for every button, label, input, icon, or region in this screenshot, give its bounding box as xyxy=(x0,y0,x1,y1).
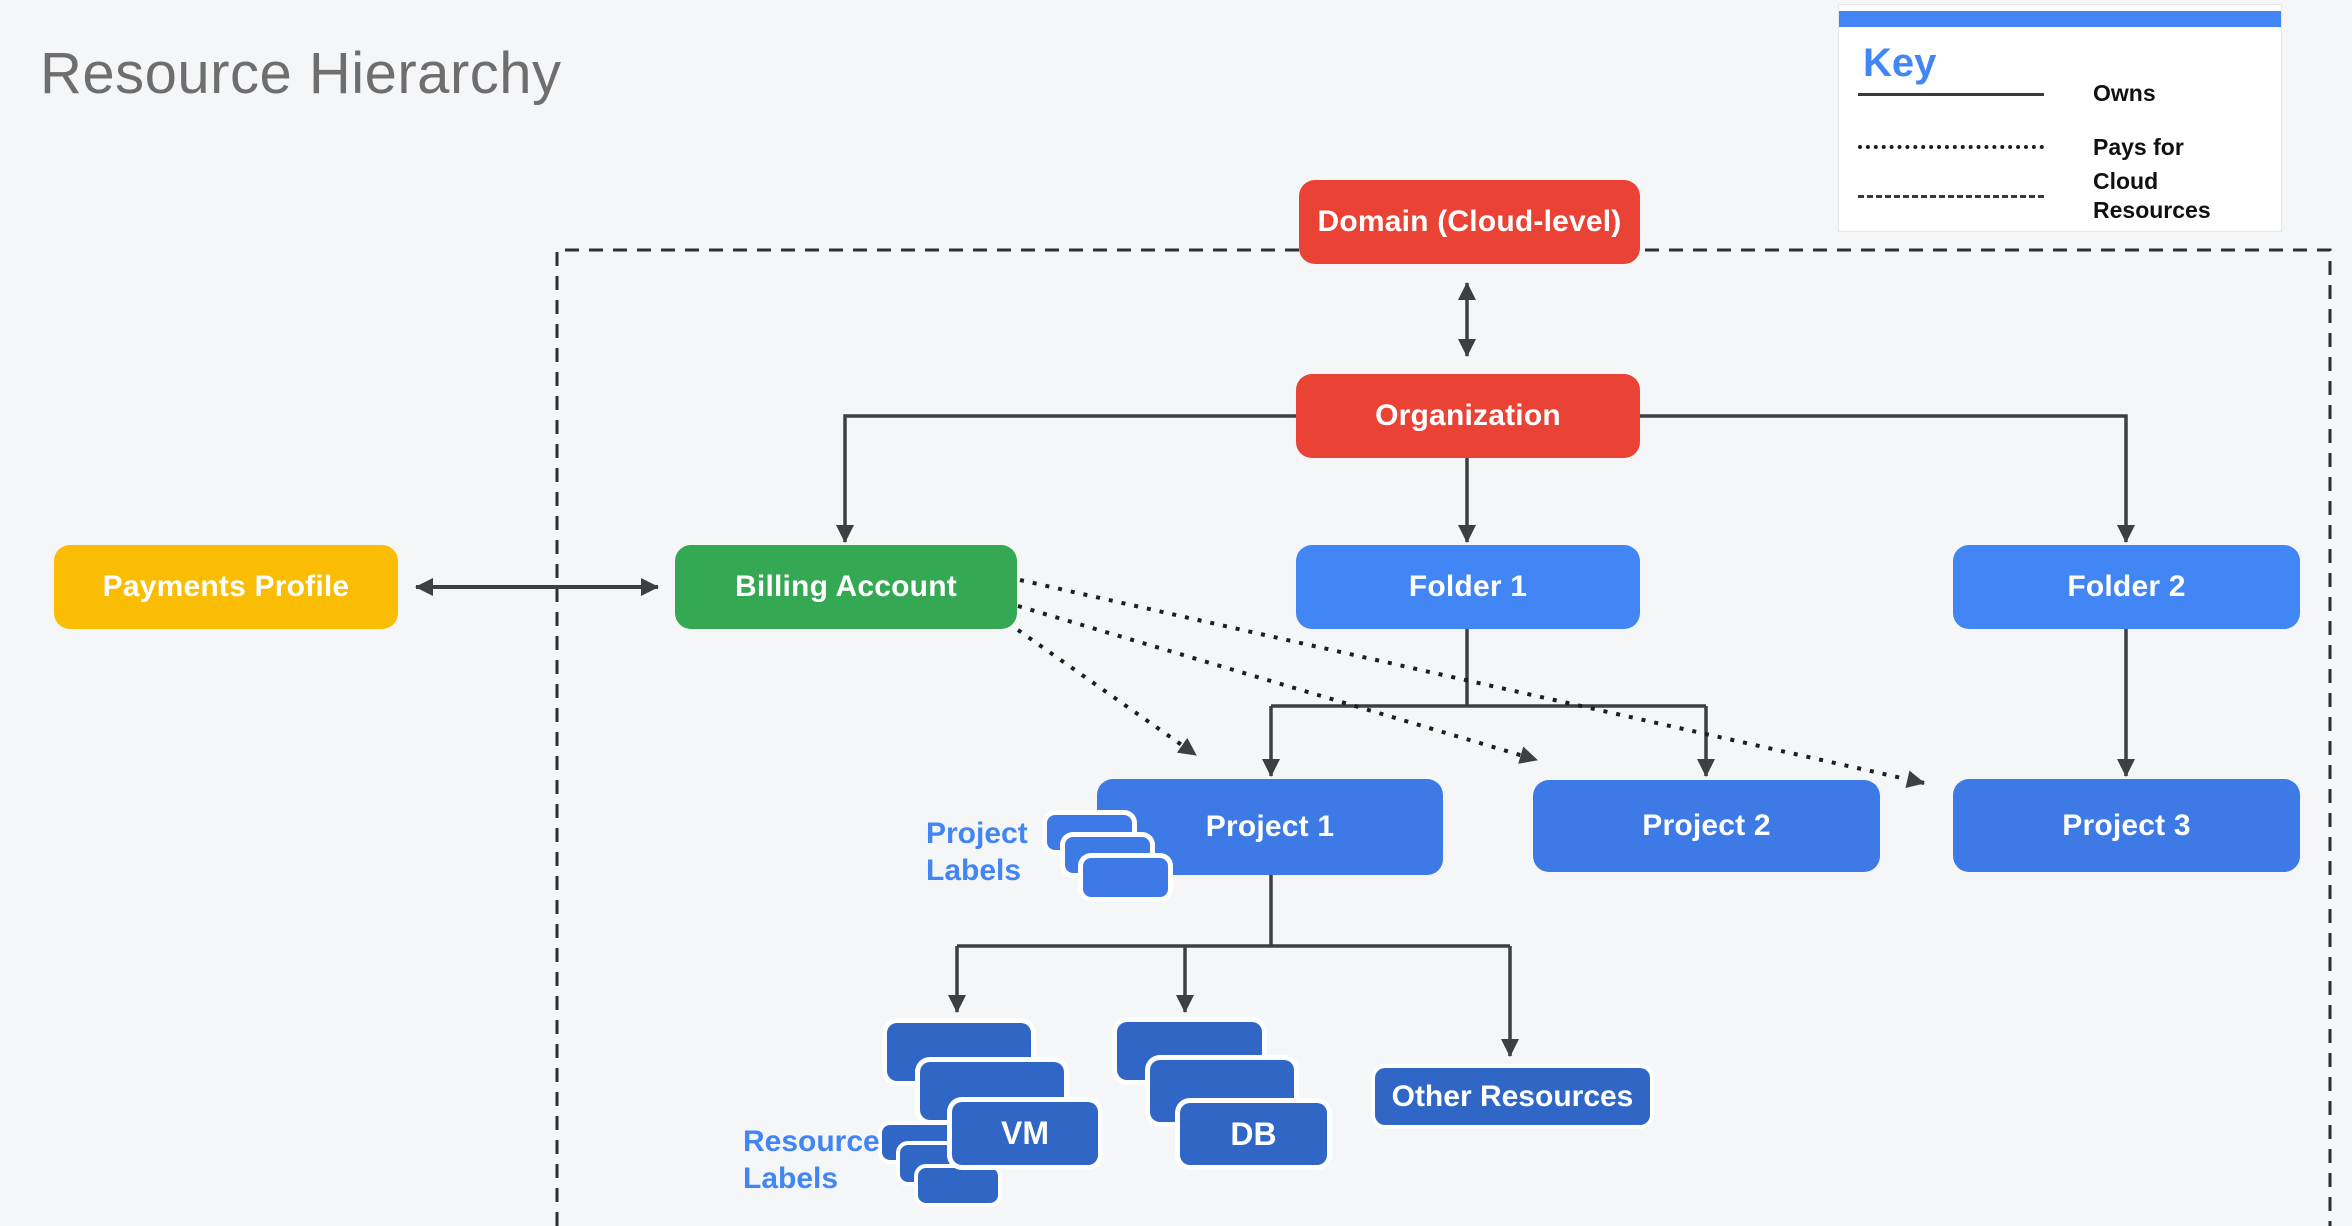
legend-solid-line-sample xyxy=(1858,93,2044,96)
connector-folder1-branch xyxy=(1271,629,1706,708)
cloud-resources-boundary xyxy=(555,248,2332,1226)
project-labels-text: Project Labels xyxy=(926,817,1028,887)
legend-dashed-line-sample xyxy=(1858,195,2044,198)
node-domain: Domain (Cloud-level) xyxy=(1299,180,1640,264)
node-project3-label: Project 3 xyxy=(2062,808,2191,842)
node-project3: Project 3 xyxy=(1953,779,2300,872)
legend-header-bar xyxy=(1839,11,2281,27)
node-folder2: Folder 2 xyxy=(1953,545,2300,629)
node-folder1-label: Folder 1 xyxy=(1408,570,1528,603)
connector-project1-branch xyxy=(957,875,1510,948)
node-other-resources: Other Resources xyxy=(1375,1068,1650,1125)
node-db-label: DB xyxy=(1230,1115,1277,1152)
legend-label-cloud-resources: Cloud Resources xyxy=(2093,168,2211,223)
connector-billing-paysfor-project1 xyxy=(1016,628,1198,757)
legend-dotted-line-sample xyxy=(1858,145,2044,149)
node-vm: VM xyxy=(952,1102,1098,1165)
node-other-resources-label: Other Resources xyxy=(1391,1079,1634,1113)
node-payments-profile: Payments Profile xyxy=(54,545,398,629)
legend-title: Key xyxy=(1863,41,1937,85)
node-organization: Organization xyxy=(1296,374,1640,458)
node-folder2-label: Folder 2 xyxy=(2067,570,2186,603)
legend-key: Key Owns Pays for Cloud Resources xyxy=(1838,4,2282,232)
legend-label-pays-for: Pays for xyxy=(2093,134,2184,160)
connector-organization-folder2 xyxy=(1640,414,2135,543)
node-organization-label: Organization xyxy=(1375,399,1561,432)
legend-label-owns: Owns xyxy=(2093,80,2156,106)
resource-label-card-3 xyxy=(918,1168,998,1203)
node-billing-account: Billing Account xyxy=(675,545,1017,629)
node-vm-label: VM xyxy=(1001,1115,1049,1151)
node-billing-account-label: Billing Account xyxy=(735,570,957,603)
node-folder1: Folder 1 xyxy=(1296,545,1640,629)
node-project2: Project 2 xyxy=(1533,780,1880,872)
page-title: Resource Hierarchy xyxy=(40,41,562,106)
project-label-card-3 xyxy=(1083,858,1168,897)
node-db: DB xyxy=(1180,1103,1327,1165)
node-project2-label: Project 2 xyxy=(1642,809,1771,842)
node-domain-label: Domain (Cloud-level) xyxy=(1317,205,1622,238)
connector-organization-billing-account xyxy=(836,414,1296,543)
node-payments-profile-label: Payments Profile xyxy=(102,570,350,603)
node-project1-label: Project 1 xyxy=(1205,810,1335,843)
resource-labels-text: Resource Labels xyxy=(743,1125,880,1195)
